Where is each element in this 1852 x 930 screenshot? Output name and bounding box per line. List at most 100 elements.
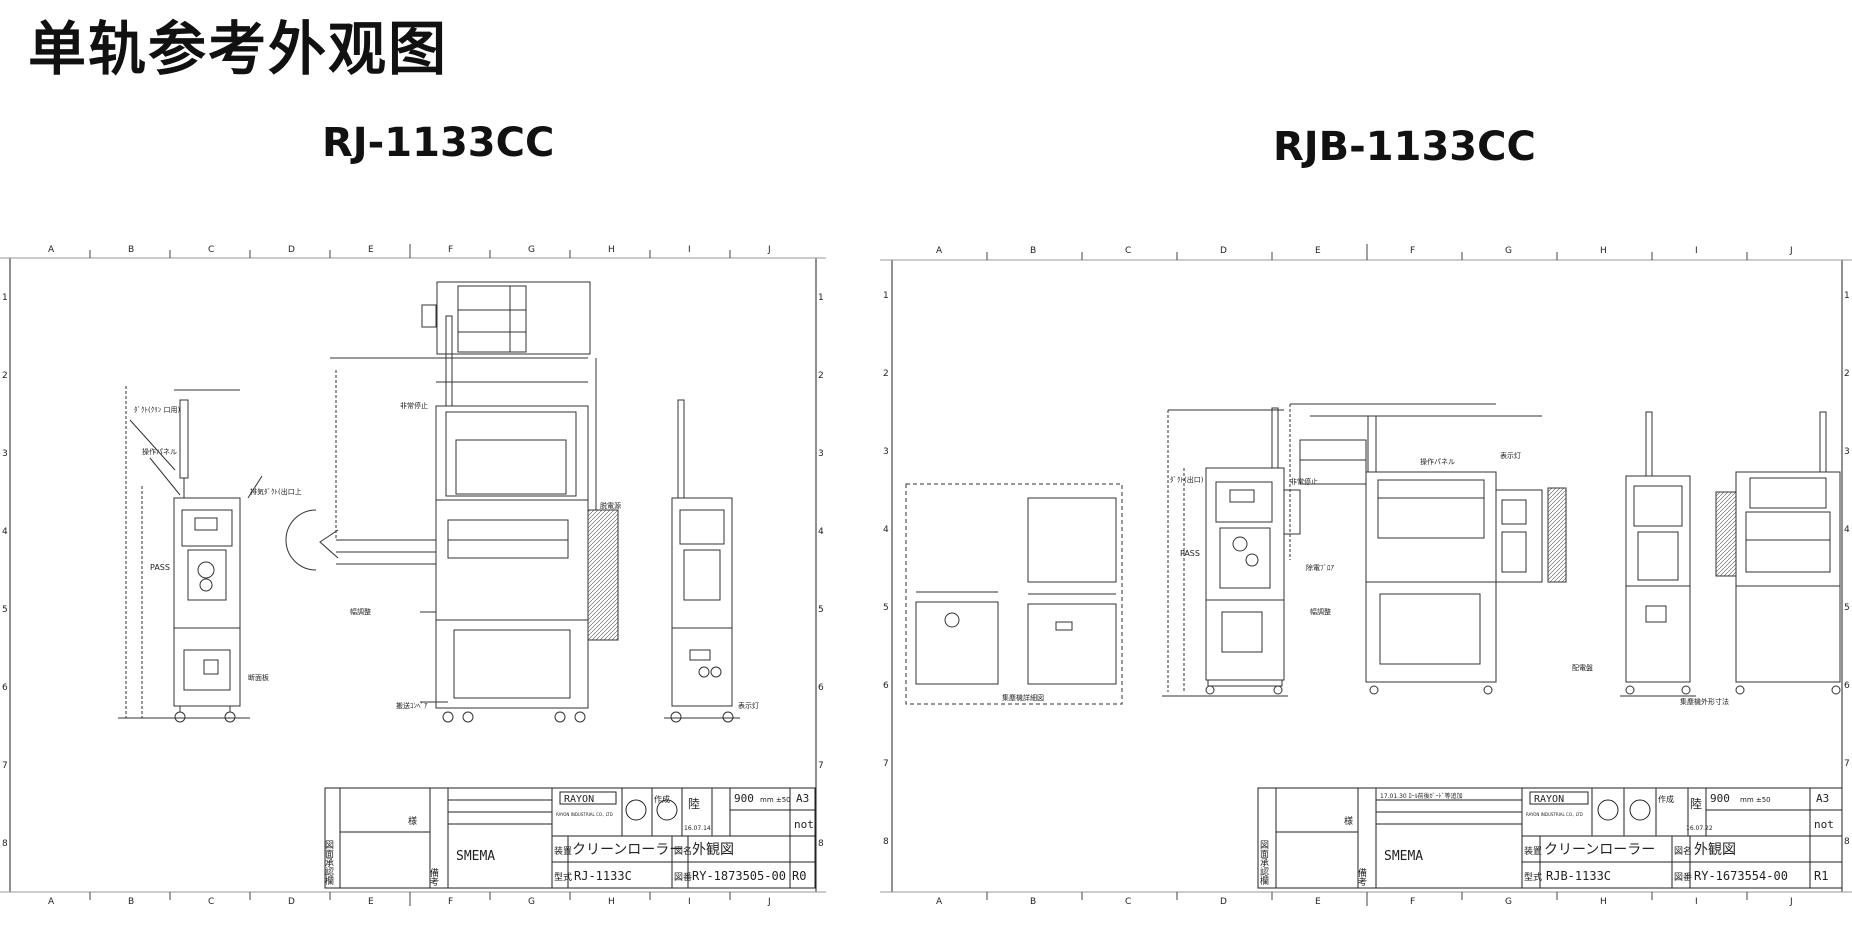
side-view-right: [664, 399, 740, 723]
grid-row-label: 5: [2, 605, 8, 615]
callout-panel: 操作パネル: [1420, 457, 1455, 466]
front-view-main: [285, 315, 619, 723]
tb-mark: 様: [1344, 815, 1353, 827]
drawing-sheet-rjb1133cc: A B C D E F G H I J A B C D E F G H I J …: [880, 240, 1852, 910]
grid-row-label: 7: [2, 761, 8, 771]
grid-col-label: I: [688, 897, 691, 907]
grid-col-label: C: [1125, 897, 1131, 907]
callout-duct: ﾀﾞｸﾄ(出口): [1170, 475, 1204, 484]
callout-conveyor: 搬送ｺﾝﾍﾞｱ: [396, 701, 428, 710]
tb-drawing-name: 外観図: [1694, 841, 1736, 858]
tb-remarks: SMEMA: [1384, 849, 1423, 864]
tb-revision-note: 17.01.30 ﾛｰﾙ前後ｶﾞｰﾄﾞ等追加: [1380, 792, 1463, 800]
grid-row-label: 6: [2, 683, 8, 693]
tb-drawing-number: RY-1873505-00: [692, 869, 786, 883]
callout-emergency-stop: 非常停止: [400, 401, 428, 410]
grid-col-label: J: [1789, 897, 1793, 907]
grid-col-label: E: [368, 897, 374, 907]
grid-row-label: 1: [1844, 291, 1850, 301]
grid-row-label: 6: [818, 683, 824, 693]
drawing-rjb1133cc: A B C D E F G H I J A B C D E F G H I J …: [880, 244, 1852, 907]
grid-col-label: D: [1220, 897, 1227, 907]
grid-col-label: B: [128, 245, 134, 255]
tb-scale: 900: [1710, 792, 1730, 805]
grid-row-label: 1: [818, 293, 824, 303]
grid-row-label: 7: [1844, 759, 1850, 769]
tb-date: 16.07.22: [1686, 825, 1713, 832]
grid-row-label: 5: [883, 603, 889, 613]
grid-col-label: A: [936, 246, 943, 256]
tb-device-label: 装置: [1524, 845, 1542, 857]
tb-remark-label: 備考: [428, 867, 439, 887]
callout-panel-box: 配電盤: [1572, 663, 1593, 672]
grid-row-label: 2: [818, 371, 824, 381]
grid-row-label: 8: [883, 837, 889, 847]
grid-row-label: 5: [818, 605, 824, 615]
grid-col-label: E: [368, 245, 374, 255]
grid-col-label: H: [1600, 246, 1607, 256]
tb-company: RAYON: [1534, 794, 1564, 805]
grid-col-label: F: [1410, 246, 1415, 256]
callout-dust-outline: 集塵機外形寸法: [1680, 697, 1729, 706]
tb-company-sub: RAYON INDUSTRIAL CO., LTD: [556, 812, 613, 817]
tb-tolerance: mm ±50: [760, 796, 791, 804]
grid-row-label: 2: [883, 369, 889, 379]
tb-drawing-cat: 図面承認欄: [323, 840, 334, 886]
tb-company-sub: RAYON INDUSTRIAL CO., LTD: [1526, 812, 1583, 817]
tb-tolerance: mm ±50: [1740, 796, 1771, 804]
tb-creator: 陸: [688, 797, 700, 811]
title-block: [1257, 787, 1843, 889]
tb-name-label: 図名: [1674, 845, 1692, 857]
tb-date: 16.07.14: [684, 825, 711, 832]
grid-row-label: 3: [1844, 447, 1850, 457]
grid-row-label: 3: [818, 449, 824, 459]
side-view-left: [1162, 407, 1301, 697]
grid-row-label: 1: [2, 293, 8, 303]
grid-row-label: 8: [818, 839, 824, 849]
side-view-right: [1620, 411, 1696, 697]
grid-col-label: B: [1030, 246, 1036, 256]
model-heading-left: RJ-1133CC: [322, 120, 555, 166]
tb-mark: 様: [408, 815, 417, 827]
page-title: 单轨参考外观图: [28, 15, 449, 83]
tb-company: RAYON: [564, 794, 594, 805]
grid-col-label: H: [608, 897, 615, 907]
grid-row-label: 7: [818, 761, 824, 771]
callout-panel: 操作パネル: [142, 447, 177, 456]
grid-row-label: 3: [2, 449, 8, 459]
tb-unit: not: [794, 818, 814, 831]
grid-col-label: G: [528, 897, 535, 907]
grid-col-label: B: [128, 897, 134, 907]
grid-col-label: J: [1789, 246, 1793, 256]
tb-device-label: 装置: [554, 845, 572, 857]
drawing-sheet-rj1133cc: A B C D E F G H I J A B C D E F G H I J …: [0, 240, 826, 910]
tb-type-label: 型式: [1524, 871, 1542, 883]
grid-col-label: C: [208, 897, 214, 907]
tb-model: RJ-1133C: [574, 869, 632, 883]
grid-col-label: D: [288, 245, 295, 255]
pass-label: PASS: [1180, 549, 1200, 558]
tb-scale: 900: [734, 792, 754, 805]
grid-col-label: J: [767, 897, 771, 907]
callout-width-adjust: 幅調整: [350, 607, 371, 616]
tb-drawing-number: RY-1673554-00: [1694, 869, 1788, 883]
grid-col-label: H: [1600, 897, 1607, 907]
grid-row-label: 3: [883, 447, 889, 457]
grid-col-label: D: [1220, 246, 1227, 256]
tb-make-label: 作成: [654, 794, 670, 804]
grid-col-label: F: [448, 245, 453, 255]
tb-drawing-name: 外観図: [692, 841, 734, 858]
grid-col-label: A: [48, 245, 55, 255]
grid-row-label: 5: [1844, 603, 1850, 613]
grid-row-label: 2: [2, 371, 8, 381]
tb-revision: R1: [1814, 869, 1828, 883]
grid-row-label: 2: [1844, 369, 1850, 379]
grid-col-label: F: [448, 897, 453, 907]
grid-col-label: I: [688, 245, 691, 255]
tb-device-name: クリーンローラー: [1544, 842, 1655, 858]
drawing-rj1133cc: A B C D E F G H I J A B C D E F G H I J …: [0, 244, 826, 907]
grid-row-label: 6: [883, 681, 889, 691]
grid-col-label: E: [1315, 246, 1321, 256]
rear-view: [1735, 411, 1841, 695]
grid-col-label: F: [1410, 897, 1415, 907]
